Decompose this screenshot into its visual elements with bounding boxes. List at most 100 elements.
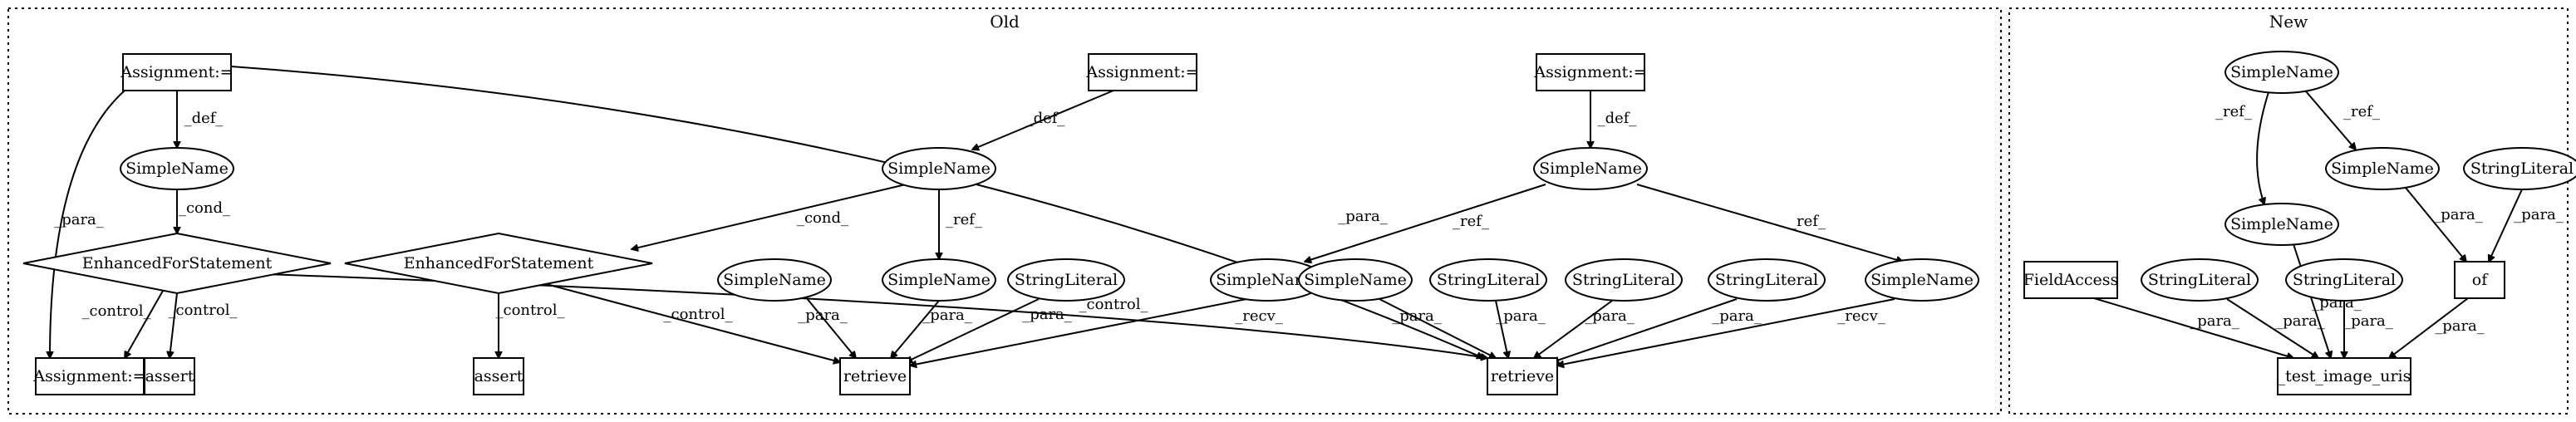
node-o_sn_d: SimpleName	[717, 258, 832, 302]
node-label: SimpleName	[1871, 271, 1974, 289]
node-o_sn_b: SimpleName	[882, 147, 996, 190]
edge-line	[1552, 298, 1738, 362]
box-shape	[35, 357, 145, 395]
node-o_sn_h: SimpleName	[1865, 258, 1979, 302]
edge-label: _def_	[1026, 110, 1065, 127]
node-label: _test_image_uris	[2278, 367, 2411, 385]
edge-label: _control_	[1079, 296, 1148, 313]
edge-o_assign1-to-o_retrieve2: _para_	[230, 66, 1483, 358]
edge-label: _para_	[1392, 307, 1442, 325]
edge-label: _para_	[2343, 312, 2393, 330]
cluster-label: New	[2269, 12, 2308, 32]
node-label: Assignment:=	[1533, 63, 1646, 81]
node-label: assert	[145, 367, 194, 385]
node-label: SimpleName	[2331, 159, 2434, 178]
edge-label: _para_	[2514, 206, 2564, 223]
edge-label: _cond_	[179, 199, 230, 217]
node-label: EnhancedForStatement	[404, 254, 594, 272]
edge-o_str1-to-o_retrieve1: _para_	[906, 298, 1072, 362]
edge-o_str3-to-o_retrieve2: _para_	[1534, 300, 1635, 358]
edge-line	[125, 284, 167, 358]
edge-n_sn_top-to-n_sn_mid: _ref_	[2305, 91, 2380, 150]
ellipse-shape	[882, 147, 996, 190]
node-o_sn_f: SimpleName	[1210, 258, 1325, 302]
edge-o_assign1-to-o_sn_a: _def_	[177, 91, 223, 148]
ellipse-shape	[2141, 258, 2259, 302]
box-shape	[1536, 53, 1645, 91]
edge-line	[891, 300, 940, 358]
edge-o_assign3-to-o_sn_c: _def_	[1590, 91, 1636, 148]
edge-line	[539, 282, 840, 362]
ellipse-shape	[717, 258, 832, 302]
edge-label: _para_	[2190, 312, 2239, 330]
edge-o_for1-to-o_assert1: _control_	[169, 292, 237, 358]
edge-label: _def_	[1598, 110, 1637, 127]
node-o_assign3: Assignment:=	[1533, 53, 1647, 91]
edge-o_sn_b-to-o_for2: _cond_	[632, 184, 907, 249]
cluster-new: New	[2008, 7, 2569, 415]
cluster-label: Old	[990, 12, 1020, 32]
edge-o_sn_g-to-o_retrieve2: _para_	[1379, 298, 1496, 359]
edge-n_sn_mid-to-n_of: _para_	[2405, 187, 2483, 262]
ellipse-shape	[1533, 147, 1648, 190]
box-shape	[839, 357, 911, 395]
node-label: StringLiteral	[2470, 159, 2574, 178]
edge-label: _control_	[82, 302, 151, 320]
edge-label: _para_	[1712, 307, 1762, 325]
edge-label: _para_	[2275, 312, 2325, 330]
node-n_sn_top: SimpleName	[2225, 51, 2339, 94]
edge-label: _control_	[496, 302, 565, 319]
edge-label: _para_	[2435, 317, 2485, 335]
edge-line	[2305, 91, 2356, 150]
edge-line	[972, 90, 1114, 150]
ellipse-shape	[1565, 258, 1683, 302]
node-label: StringLiteral	[2148, 271, 2251, 289]
ellipse-shape	[120, 147, 234, 190]
node-label: retrieve	[1491, 367, 1554, 385]
diamond-shape	[344, 232, 653, 295]
node-o_sn_a: SimpleName	[120, 147, 234, 190]
node-n_str_b: StringLiteral	[2285, 258, 2403, 302]
node-o_for2: EnhancedForStatement	[344, 232, 653, 295]
edge-label: _recv_	[1235, 307, 1283, 325]
ellipse-shape	[2225, 203, 2339, 246]
node-o_sn_c: SimpleName	[1533, 147, 1648, 190]
node-label: StringLiteral	[1572, 271, 1675, 289]
ellipse-shape	[2285, 258, 2403, 302]
edge-label: _para_	[798, 307, 848, 324]
node-o_retrieve1: retrieve	[839, 357, 911, 395]
edge-n_str_a-to-n_test: _para_	[2226, 298, 2325, 358]
node-n_str_top: StringLiteral	[2463, 147, 2576, 190]
ellipse-shape	[2463, 147, 2576, 190]
edge-label: _para_	[1338, 208, 1388, 225]
edge-line	[1534, 300, 1613, 358]
edge-line	[2389, 297, 2469, 358]
edge-line	[2093, 297, 2293, 358]
edge-line	[2489, 189, 2523, 262]
edge-o_sn_e-to-o_retrieve1: _para_	[891, 300, 972, 358]
edge-label: _def_	[184, 110, 224, 127]
edge-line	[632, 184, 907, 249]
edge-o_assign2-to-o_sn_b: _def_	[972, 90, 1114, 150]
edge-o_sn_b-to-o_sn_e: _ref_	[939, 189, 982, 259]
box-shape	[1487, 357, 1558, 395]
node-label: SimpleName	[2230, 63, 2333, 81]
box-shape	[2277, 357, 2411, 395]
edge-label: _control_	[664, 306, 733, 323]
edge-label: _para_	[1496, 307, 1546, 325]
edge-o_sn_c-to-o_sn_f: _ref_	[1305, 184, 1546, 262]
node-label: SimpleName	[887, 159, 991, 178]
edge-line	[1305, 184, 1546, 262]
node-o_str1: StringLiteral	[1007, 258, 1125, 302]
edge-line	[1636, 184, 1903, 262]
edge-label: _recv_	[1837, 307, 1885, 325]
edge-label: _para_	[922, 307, 972, 324]
edge-o_sn_c-to-o_sn_h: _ref_	[1636, 184, 1903, 262]
edge-line	[2405, 187, 2466, 262]
edge-o_sn_a-to-o_for1: _cond_	[177, 189, 230, 233]
box-shape	[1088, 53, 1197, 91]
edge-n_str_top-to-n_of: _para_	[2489, 189, 2564, 262]
node-o_assign2: Assignment:=	[1085, 53, 1199, 91]
node-label: assert	[474, 367, 524, 385]
